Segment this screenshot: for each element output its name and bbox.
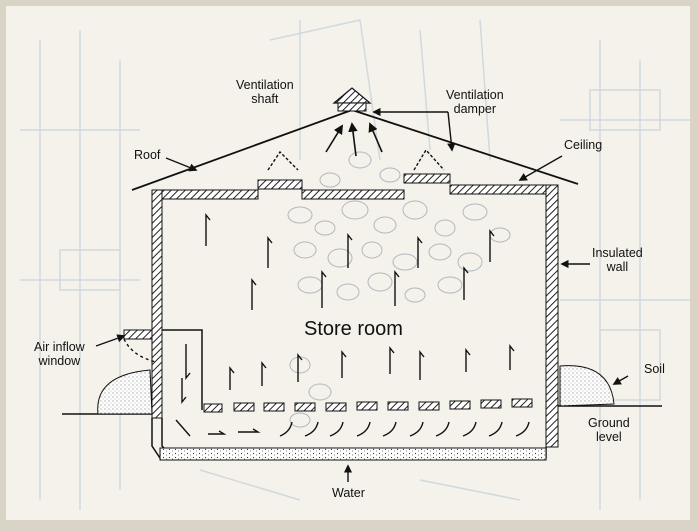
ground [62, 365, 662, 415]
floor-slats [203, 398, 533, 413]
background-ghost-lines [20, 19, 690, 510]
label-water: Water [332, 486, 365, 500]
label-store-room: Store room [304, 318, 403, 340]
air-inflow-window [123, 338, 157, 363]
ventilation-dampers [267, 148, 445, 171]
airflow-arrows [175, 213, 530, 437]
ventilation-shaft [332, 87, 372, 112]
stone-fill [287, 151, 511, 428]
shaft-air-arrows [325, 122, 383, 157]
label-soil: Soil [644, 362, 665, 376]
label-roof: Roof [134, 148, 161, 162]
label-ceiling: Ceiling [564, 138, 603, 152]
leader-lines [95, 107, 629, 482]
water-layer [159, 447, 547, 461]
